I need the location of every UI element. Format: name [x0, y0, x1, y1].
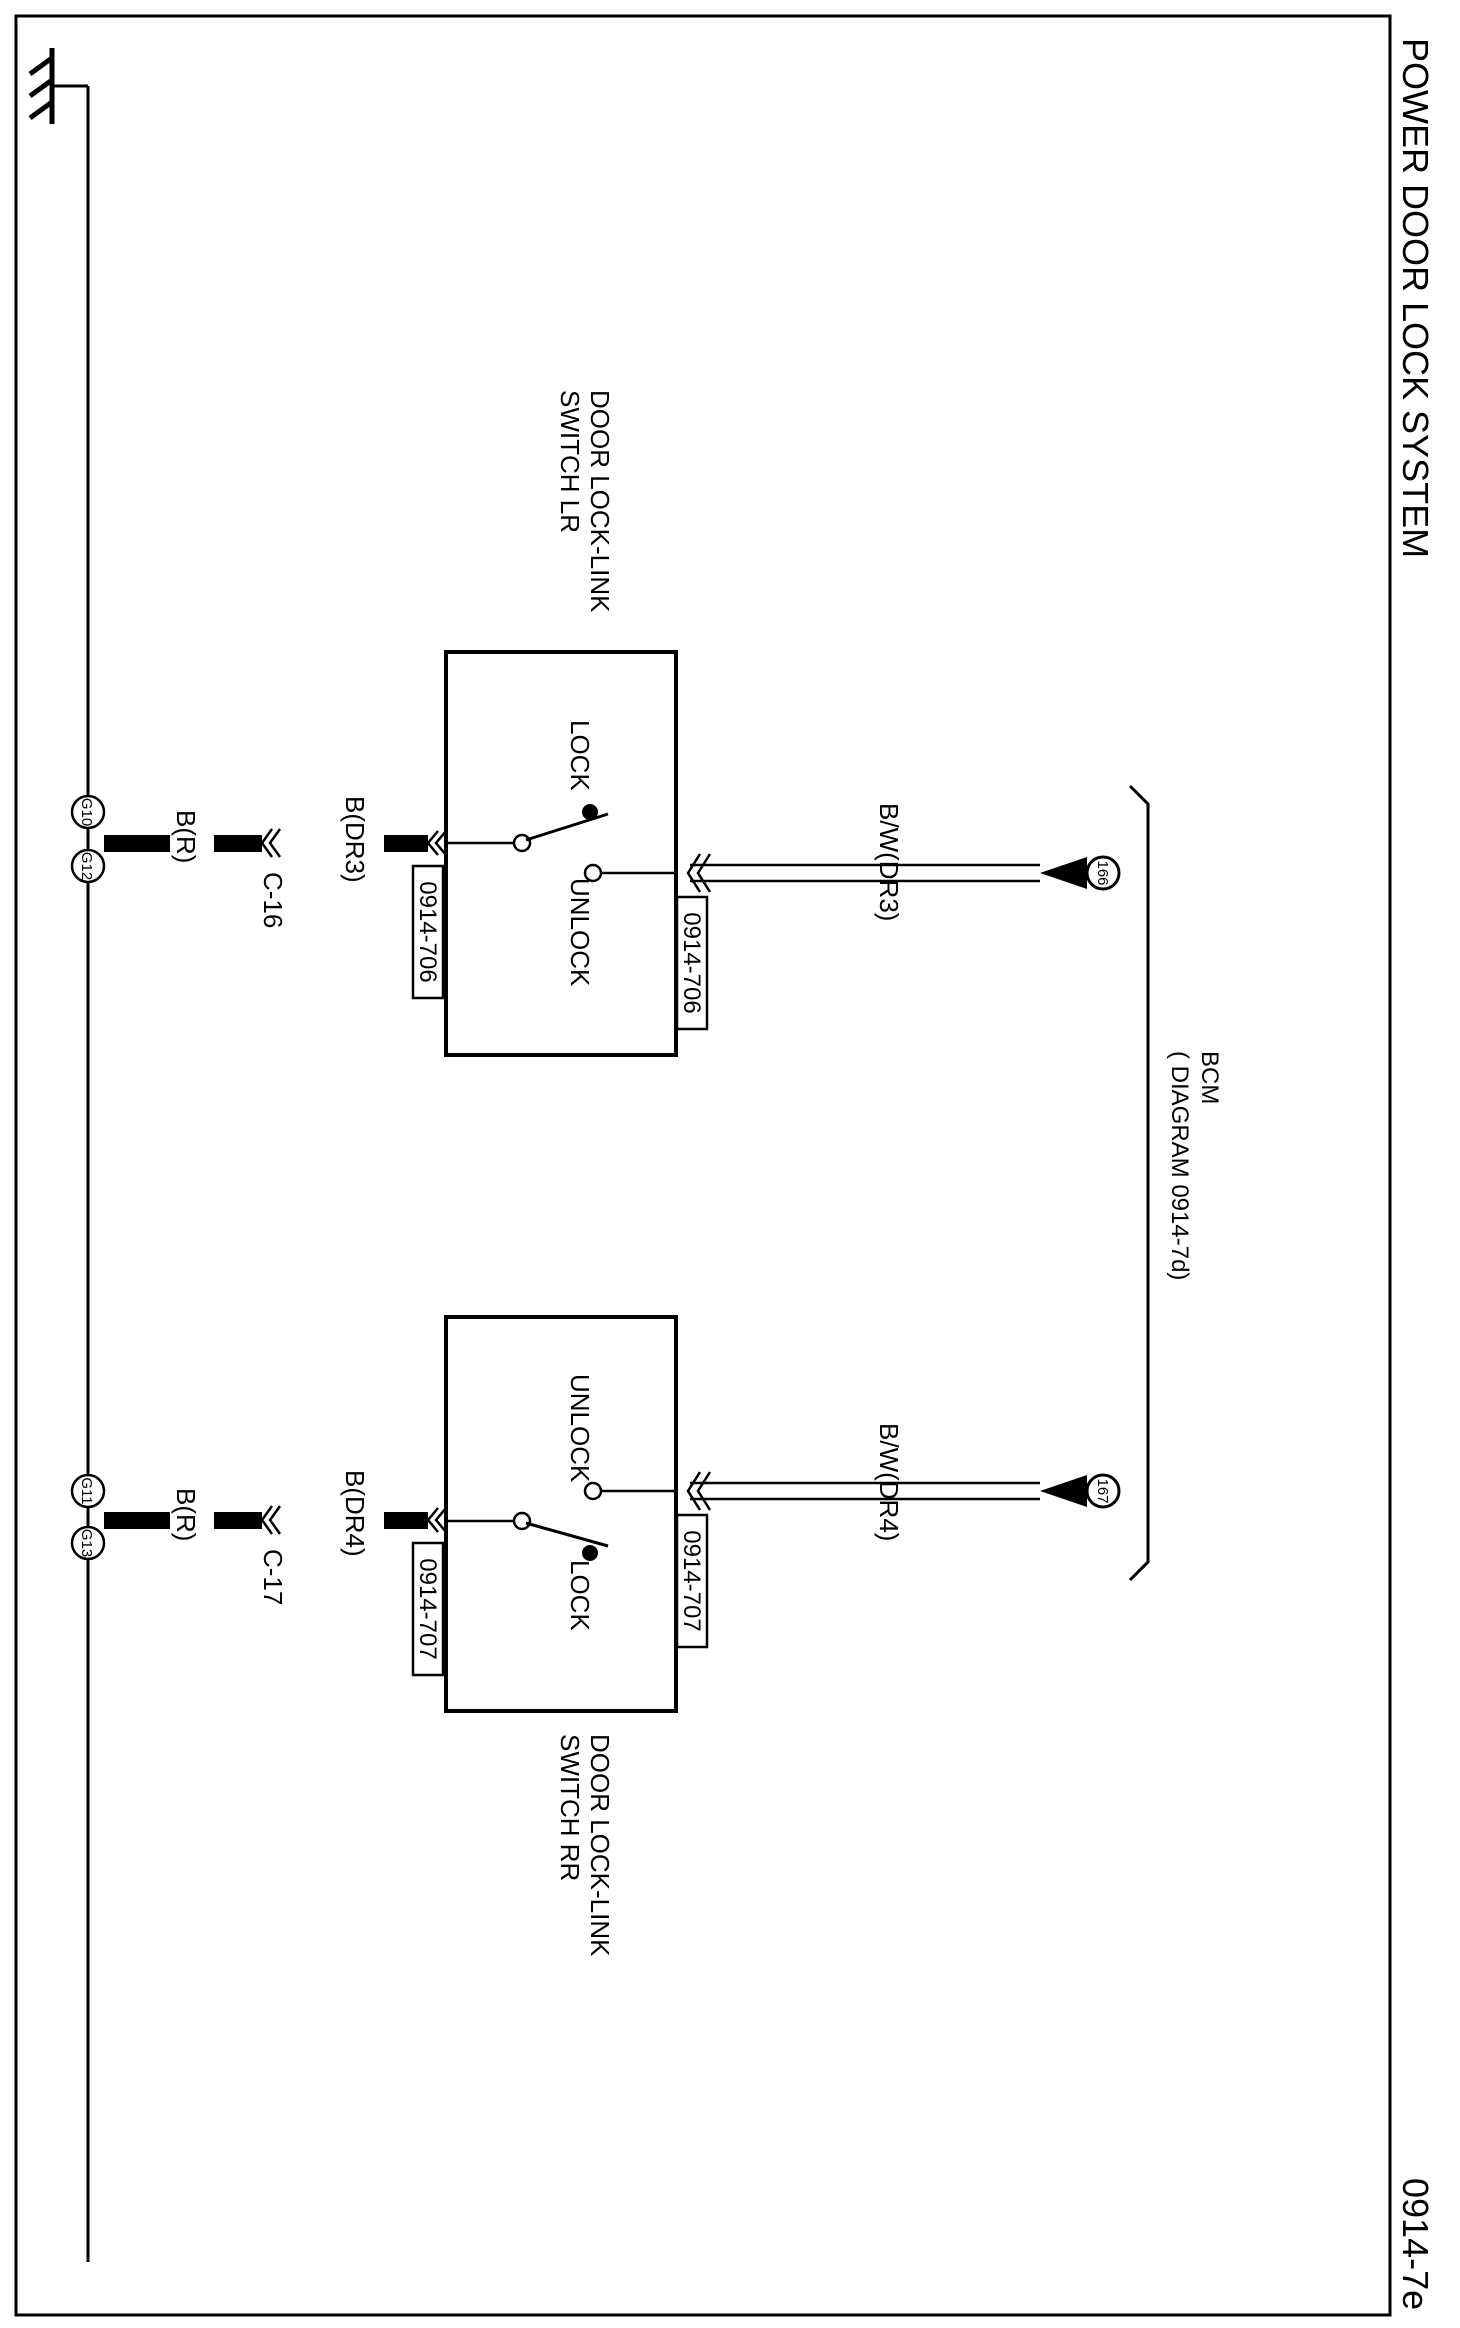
ground-point-g13 — [70, 1525, 106, 1561]
ground-point-g10-label: G10 — [78, 798, 95, 826]
lock-contact — [582, 1545, 598, 1561]
connector-chevron-icon — [426, 1507, 447, 1533]
ground-bus — [28, 48, 90, 2262]
connector-id-box — [675, 1513, 709, 1649]
ground-point-g12-label: G12 — [78, 852, 95, 880]
lock-label: LOCK — [565, 720, 595, 791]
connector-chevron-icon — [686, 853, 712, 893]
terminal-arrow-icon — [1040, 1475, 1087, 1507]
page-border — [14, 14, 1392, 2317]
wire-bw-dr4-label: B/W(DR4) — [874, 1423, 904, 1541]
unlock-label: UNLOCK — [565, 1374, 595, 1483]
diagram-title: POWER DOOR LOCK SYSTEM — [1395, 38, 1436, 558]
connector-c17-label: C-17 — [258, 1549, 288, 1605]
connector-chevron-icon — [686, 1471, 712, 1511]
switch-rr-box — [444, 1315, 678, 1713]
wire-b-r-label: B(R) — [171, 810, 201, 863]
connector-id-top: 0914-707 — [678, 1530, 705, 1631]
wire-bw-dr3-label: B/W(DR3) — [874, 803, 904, 921]
wire-bw-dr4 — [690, 1481, 1040, 1501]
ground-point-g11 — [70, 1473, 106, 1509]
terminal-arrow-icon — [1040, 857, 1087, 889]
wire-b-dr4 — [384, 1512, 428, 1529]
unlock-contact — [583, 863, 603, 883]
ground-point-g10 — [70, 794, 106, 830]
bcm-label: BCM — [1196, 1051, 1223, 1104]
connector-id-box — [675, 895, 709, 1031]
bcm-bracket — [1128, 784, 1150, 1582]
pivot-contact — [512, 833, 532, 853]
wire-b-r-lower — [104, 1512, 170, 1529]
switch-lr-box — [444, 650, 678, 1057]
switch-rr-name-line2: SWITCH RR — [555, 1734, 585, 1881]
connector-id-bottom: 0914-706 — [414, 881, 441, 982]
wire-b-r-upper — [214, 835, 262, 852]
switch-blade — [525, 812, 609, 842]
lock-contact — [582, 804, 598, 820]
connector-chevron-icon — [260, 828, 282, 858]
switch-lr-name-line1: DOOR LOCK-LINK — [585, 390, 615, 613]
wire-b-dr3 — [384, 835, 428, 852]
unlock-label: UNLOCK — [565, 878, 595, 987]
wire-b-r-upper — [214, 1512, 262, 1529]
wire-b-r-lower — [104, 835, 170, 852]
pivot-contact — [512, 1511, 532, 1531]
circuit-rr: 167 B/W(DR4) UNLOCK LOCK 0914-707 0914-7… — [70, 1315, 1121, 1957]
bcm-terminal-167-label: 167 — [1094, 1478, 1111, 1503]
switch-lr-name-line2: SWITCH LR — [555, 390, 585, 533]
wire-b-dr3-label: B(DR3) — [340, 796, 370, 883]
connector-id-top: 0914-706 — [678, 912, 705, 1013]
unlock-contact — [583, 1481, 603, 1501]
wire-b-r-label: B(R) — [171, 1488, 201, 1541]
bcm-diagram-ref: ( DIAGRAM 0914-7d) — [1166, 1051, 1193, 1280]
connector-id-box — [411, 864, 445, 1000]
wire-b-dr4-label: B(DR4) — [340, 1470, 370, 1557]
ground-point-g11-label: G11 — [78, 1477, 95, 1504]
ground-icon — [28, 48, 55, 124]
connector-id-bottom: 0914-707 — [414, 1558, 441, 1659]
connector-id-box — [411, 1541, 445, 1677]
connector-chevron-icon — [426, 830, 447, 856]
lock-label: LOCK — [565, 1560, 595, 1631]
ground-point-g12 — [70, 848, 106, 884]
circuit-lr: 166 B/W(DR3) LOCK UNLOCK 0914-706 0914-7… — [70, 390, 1121, 1057]
connector-chevron-icon — [260, 1505, 282, 1535]
connector-c16-label: C-16 — [258, 872, 288, 928]
switch-blade — [525, 1521, 609, 1548]
diagram-id: 0914-7e — [1395, 2178, 1436, 2310]
bcm-terminal-166-label: 166 — [1094, 860, 1111, 885]
ground-point-g13-label: G13 — [78, 1529, 95, 1557]
switch-rr-name-line1: DOOR LOCK-LINK — [585, 1734, 615, 1957]
wire-bw-dr3 — [690, 863, 1040, 883]
